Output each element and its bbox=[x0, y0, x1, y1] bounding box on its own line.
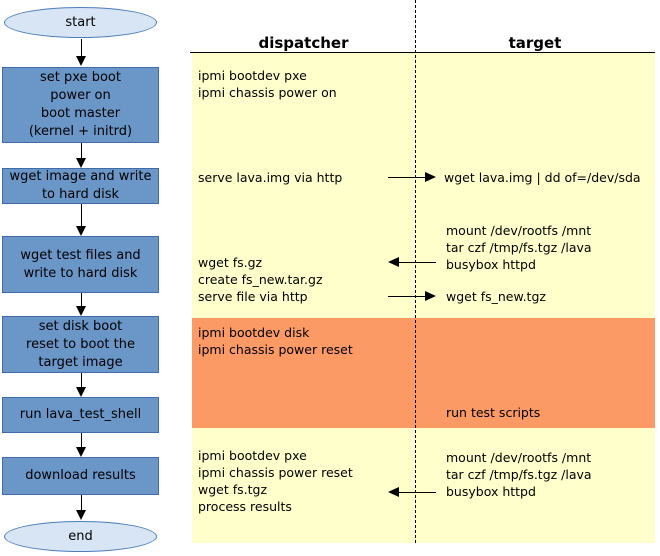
dispatcher-finish-commands: ipmi bootdev pxe ipmi chassis power rese… bbox=[198, 448, 353, 514]
flow-node-wget-image: wget image and write to hard disk bbox=[2, 168, 159, 204]
arrow-shaft bbox=[80, 39, 82, 58]
arrow-shaft bbox=[80, 373, 82, 389]
arrow-head-down-icon bbox=[76, 306, 86, 316]
header-divider-line bbox=[190, 52, 655, 53]
arrow-head-down-icon bbox=[76, 56, 86, 66]
column-header-dispatcher: dispatcher bbox=[258, 34, 349, 52]
flow-arrow bbox=[76, 204, 87, 236]
flow-arrow bbox=[76, 293, 87, 316]
column-header-target: target bbox=[508, 34, 562, 52]
arrow-shaft bbox=[80, 204, 82, 228]
target-collect-results: mount /dev/rootfs /mnt tar czf /tmp/fs.t… bbox=[446, 450, 592, 499]
arrow-right-serve-image bbox=[388, 172, 436, 183]
sequence-background-phase1 bbox=[192, 53, 655, 318]
arrow-head-down-icon bbox=[76, 387, 86, 397]
flow-arrow bbox=[76, 373, 87, 397]
arrow-shaft bbox=[388, 296, 427, 297]
dispatcher-init-commands: ipmi bootdev pxe ipmi chassis power on bbox=[198, 68, 337, 100]
arrow-head-right-icon bbox=[425, 291, 436, 301]
arrow-left-busybox-httpd bbox=[388, 257, 436, 268]
arrow-head-down-icon bbox=[76, 510, 86, 520]
flow-arrow bbox=[76, 495, 87, 520]
arrow-head-left-icon bbox=[388, 487, 399, 497]
flow-node-set-pxe-boot: set pxe boot power on boot master (kerne… bbox=[2, 67, 159, 143]
dispatcher-fetch-fs: wget fs.gz create fs_new.tar.gz serve fi… bbox=[198, 255, 323, 304]
lifeline-dashed-divider bbox=[415, 0, 416, 543]
arrow-head-down-icon bbox=[76, 158, 86, 168]
flow-arrow bbox=[76, 143, 87, 168]
arrow-shaft bbox=[388, 177, 427, 178]
arrow-right-serve-file bbox=[388, 291, 436, 302]
flow-node-run-lava-test-shell: run lava_test_shell bbox=[2, 397, 159, 433]
arrow-shaft bbox=[397, 262, 436, 263]
sequence-background-highlight bbox=[192, 318, 655, 428]
arrow-shaft bbox=[80, 293, 82, 308]
flow-node-download-results: download results bbox=[2, 457, 159, 495]
arrow-head-left-icon bbox=[388, 257, 399, 267]
arrow-head-down-icon bbox=[76, 226, 86, 236]
arrow-left-busybox-httpd-results bbox=[388, 487, 436, 498]
dispatcher-serve-image: serve lava.img via http bbox=[198, 170, 343, 185]
arrow-head-down-icon bbox=[76, 447, 86, 457]
target-wget-image: wget lava.img | dd of=/dev/sda bbox=[444, 170, 641, 185]
arrow-shaft bbox=[80, 495, 82, 512]
arrow-shaft bbox=[80, 143, 82, 160]
flow-node-set-disk-boot: set disk boot reset to boot the target i… bbox=[2, 316, 159, 373]
flow-node-end: end bbox=[4, 521, 157, 552]
sequence-background-phase3 bbox=[192, 428, 655, 543]
arrow-head-right-icon bbox=[425, 172, 436, 182]
arrow-shaft bbox=[80, 433, 82, 449]
target-run-test-scripts: run test scripts bbox=[446, 405, 541, 420]
arrow-shaft bbox=[397, 492, 436, 493]
target-prepare-fs: mount /dev/rootfs /mnt tar czf /tmp/fs.t… bbox=[446, 223, 592, 272]
target-wget-fs-new: wget fs_new.tgz bbox=[446, 289, 546, 304]
flow-node-start: start bbox=[4, 7, 157, 38]
flow-node-wget-test-files: wget test files and write to hard disk bbox=[2, 236, 159, 293]
flow-arrow bbox=[76, 39, 87, 66]
flow-arrow bbox=[76, 433, 87, 457]
dispatcher-boot-disk-commands: ipmi bootdev disk ipmi chassis power res… bbox=[198, 325, 353, 357]
